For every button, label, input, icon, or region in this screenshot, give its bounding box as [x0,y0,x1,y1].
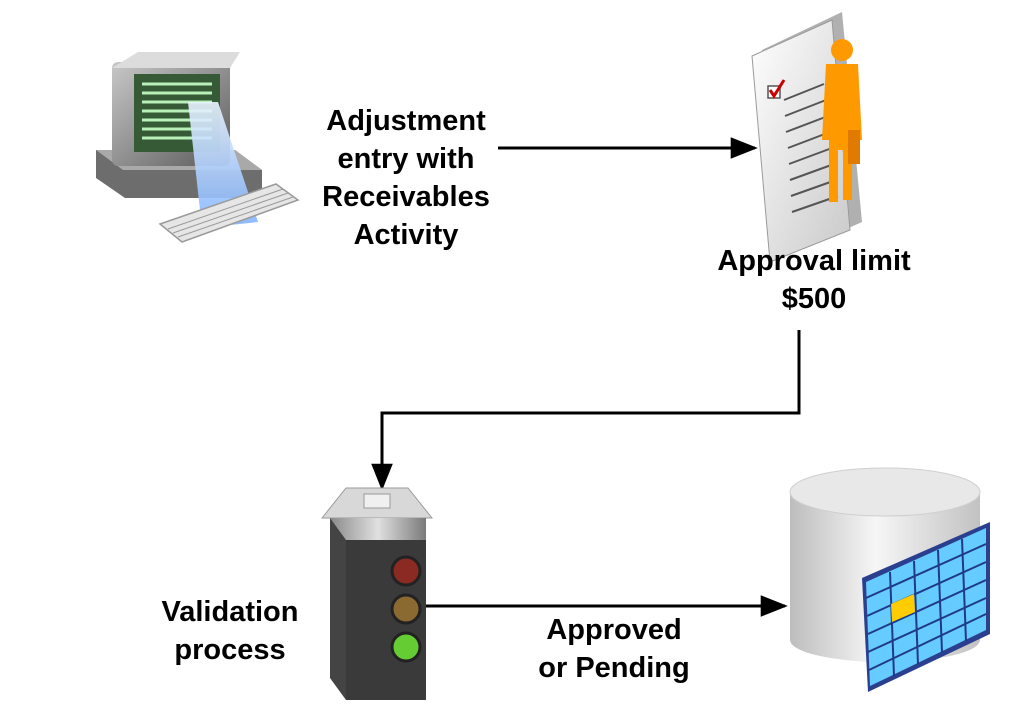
edge-approval-to-validation [371,330,801,491]
adjustment-entry-label: Adjustment entry with Receivables Activi… [322,105,490,251]
approval-limit-label: Approval limit $500 [717,245,911,315]
data-grid [865,528,987,686]
approved-or-pending-label: Approved or Pending [538,614,690,684]
database-icon [789,467,990,692]
validation-process-label: Validation process [161,596,299,666]
approval-form-icon [751,12,862,263]
computer-icon [96,52,300,243]
traffic-light-icon [320,487,434,700]
